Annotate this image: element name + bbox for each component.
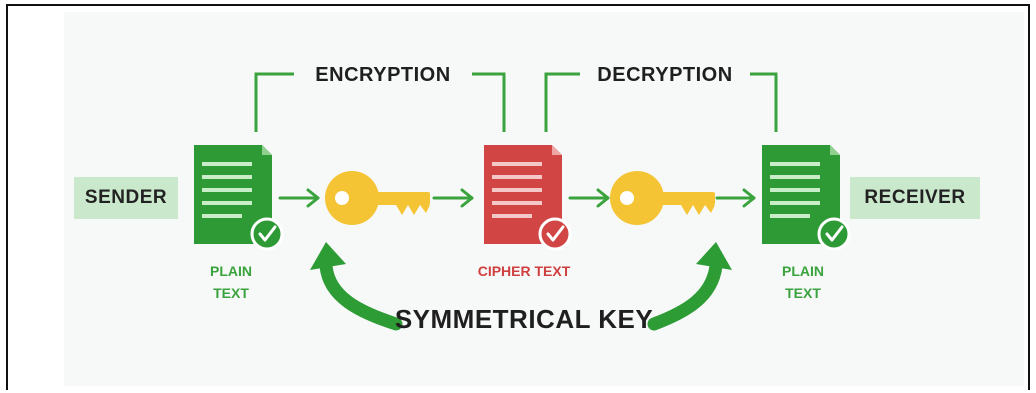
diagram-graphics	[194, 72, 851, 331]
symmetrical-key-label: SYMMETRICAL KEY	[394, 304, 654, 334]
plain-text-document-icon	[194, 145, 272, 244]
check-icon	[538, 217, 572, 251]
encryption-label: ENCRYPTION	[294, 64, 472, 87]
plain-text-document-icon	[762, 145, 840, 244]
plain-text-label: PLAIN TEXT	[768, 260, 838, 304]
plain-text-label-line1: PLAIN	[782, 263, 824, 279]
plain-text-label-line2: TEXT	[785, 285, 821, 301]
check-icon	[250, 217, 284, 251]
arrow-right-icon	[715, 188, 756, 208]
arrow-right-icon	[432, 188, 474, 208]
plain-text-label-line2: TEXT	[213, 285, 249, 301]
key-icon	[325, 171, 430, 225]
receiver-label: RECEIVER	[850, 177, 980, 219]
arrow-right-icon	[568, 188, 610, 208]
decryption-label: DECRYPTION	[580, 64, 750, 87]
cipher-text-document-icon	[484, 145, 562, 244]
curved-arrow-icon	[647, 242, 732, 331]
key-icon	[610, 171, 715, 225]
sender-label: SENDER	[74, 177, 178, 219]
arrow-right-icon	[278, 188, 320, 208]
check-icon	[817, 217, 851, 251]
plain-text-label: PLAIN TEXT	[196, 260, 266, 304]
cipher-text-label: CIPHER TEXT	[477, 263, 571, 279]
curved-arrow-icon	[310, 242, 403, 331]
diagram-canvas: SENDER RECEIVER ENCRYPTION DECRYPTION PL…	[64, 12, 1024, 386]
plain-text-label-line1: PLAIN	[210, 263, 252, 279]
